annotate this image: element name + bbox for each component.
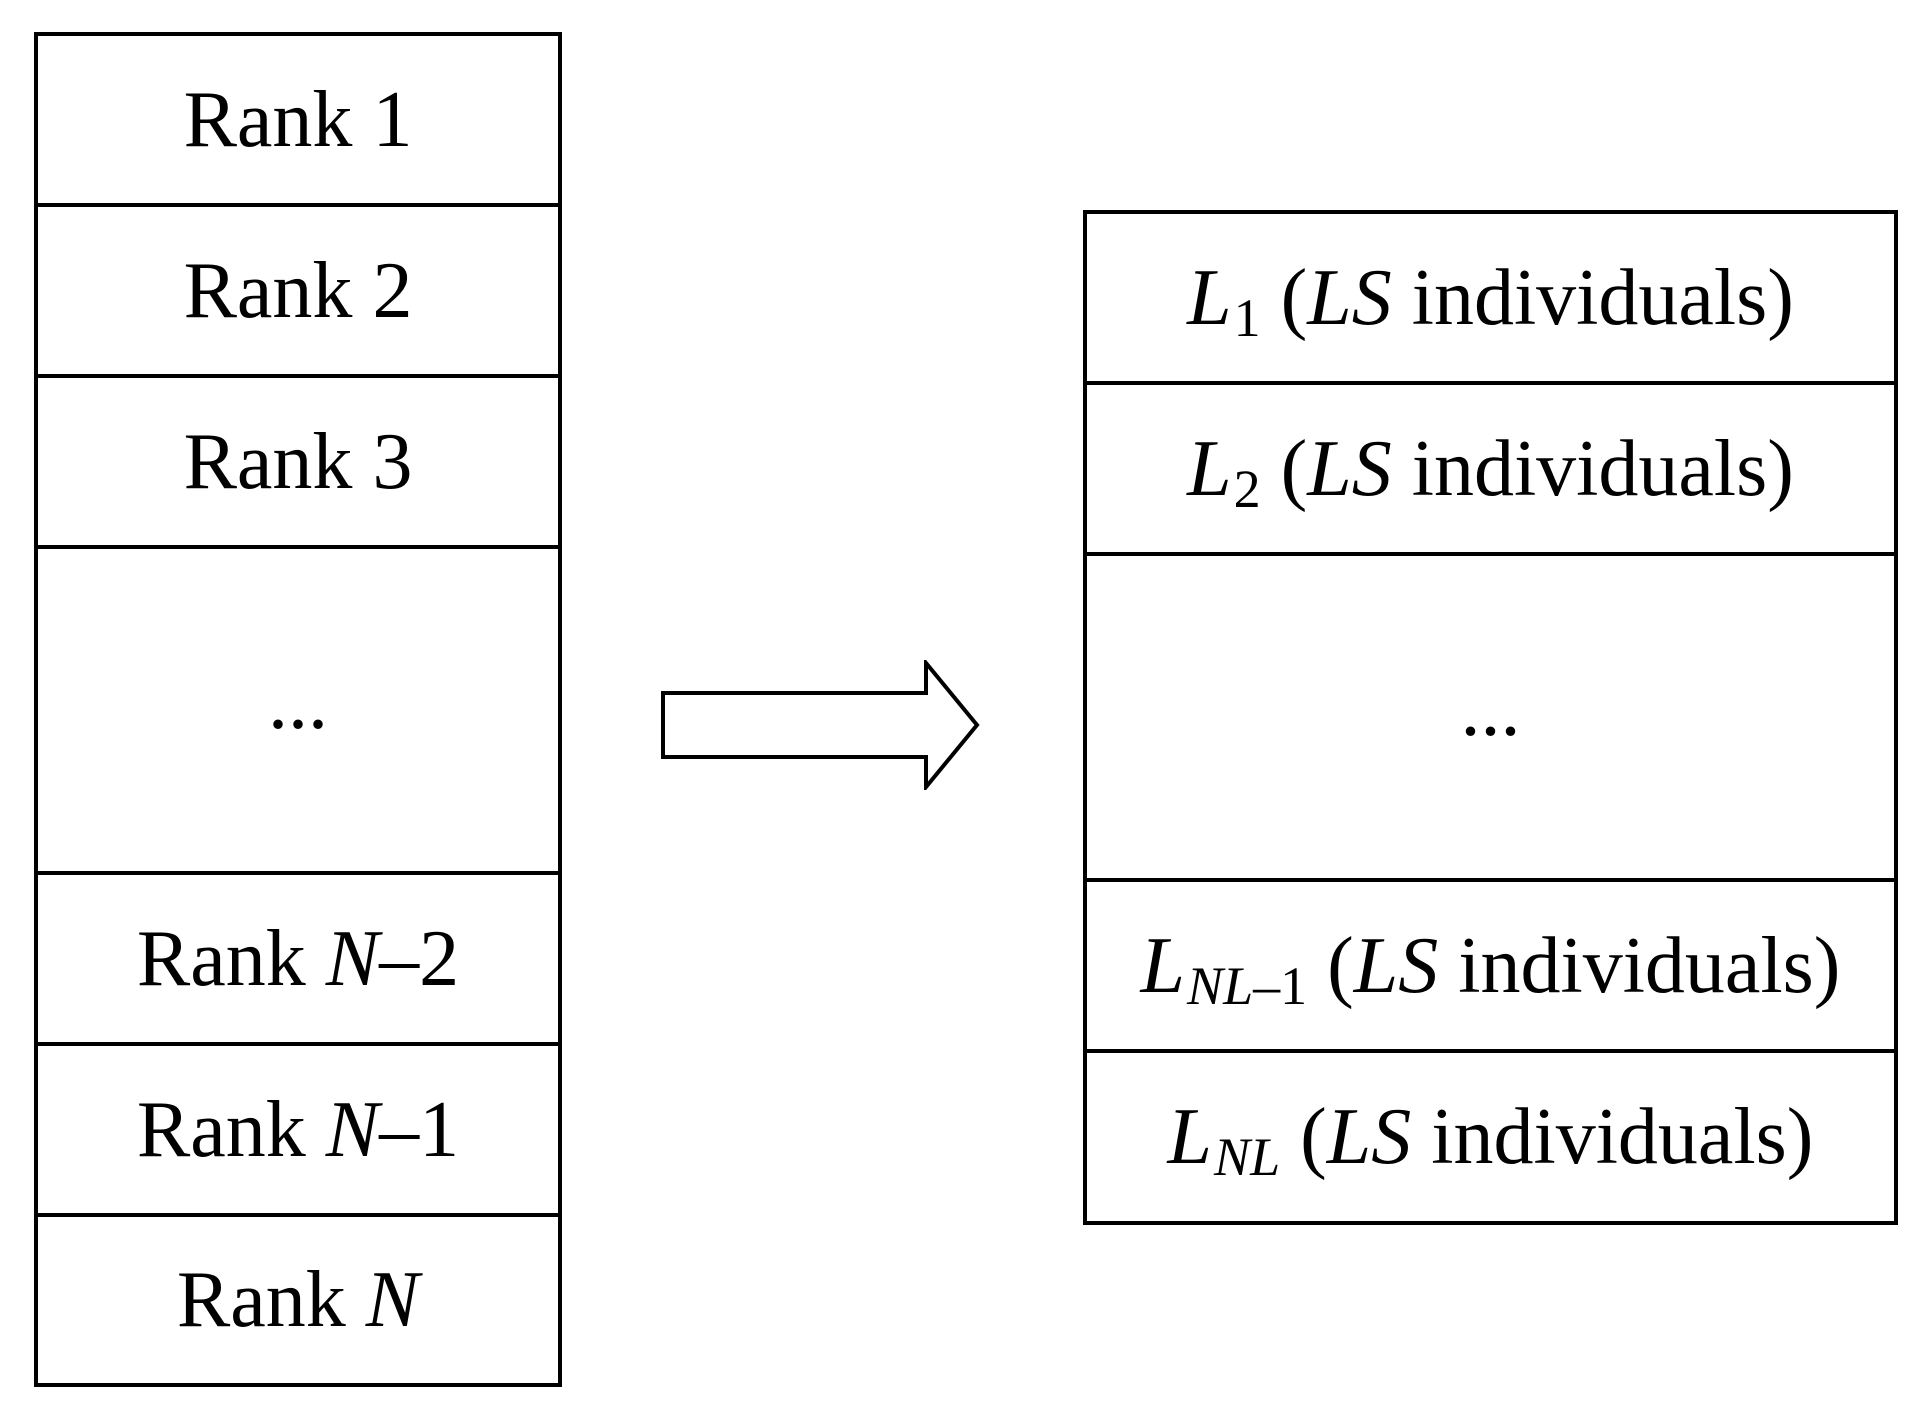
- layer-variable: L: [1167, 1093, 1213, 1181]
- layer-subscript: NL–1: [1187, 959, 1307, 1013]
- layer-subscript: 1: [1233, 287, 1261, 348]
- ls-variable: LS: [1326, 1093, 1412, 1181]
- rank-number: 1: [372, 75, 413, 164]
- rank-number: 2: [372, 246, 413, 335]
- ellipsis: ...: [1460, 665, 1521, 753]
- rank-2-cell: Rank 2: [38, 207, 558, 378]
- layer-subscript-variable: NL: [1187, 955, 1254, 1016]
- rank-stack: Rank 1 Rank 2 Rank 3 ... Rank N–2 Rank N…: [34, 32, 562, 1387]
- layer-variable: L: [1187, 424, 1232, 513]
- rank-variable: N: [325, 1085, 380, 1174]
- rank-ellipsis-cell: ...: [38, 549, 558, 875]
- layer-subscript: 2: [1233, 458, 1261, 519]
- rank-label: Rank: [136, 1085, 306, 1174]
- paren-open: (: [1300, 1093, 1327, 1181]
- individuals-label: individuals): [1411, 253, 1794, 342]
- rank-3-cell: Rank 3: [38, 378, 558, 549]
- individuals-label: individuals): [1458, 921, 1841, 1010]
- layer-subscript-suffix: –1: [1253, 955, 1308, 1016]
- rank-variable: N: [365, 1256, 420, 1344]
- rank-1-cell: Rank 1: [38, 36, 558, 207]
- paren-open: (: [1280, 253, 1308, 342]
- rank-suffix: –1: [379, 1085, 460, 1174]
- rank-number: 3: [372, 417, 413, 506]
- ls-variable: LS: [1307, 253, 1392, 342]
- ls-variable: LS: [1307, 424, 1392, 513]
- rank-label: Rank: [176, 1256, 346, 1344]
- individuals-label: individuals): [1431, 1093, 1814, 1181]
- rank-variable: N: [325, 914, 380, 1003]
- rank-n-minus-1-cell: Rank N–1: [38, 1046, 558, 1217]
- layer-variable: L: [1140, 921, 1186, 1010]
- layer-ellipsis-cell: ...: [1087, 556, 1894, 882]
- individuals-label: individuals): [1411, 424, 1794, 513]
- paren-open: (: [1280, 424, 1308, 513]
- rank-label: Rank: [183, 75, 353, 164]
- right-arrow-icon: [661, 660, 980, 790]
- rank-label: Rank: [183, 246, 353, 335]
- rank-label: Rank: [136, 914, 306, 1003]
- rank-suffix: –2: [379, 914, 460, 1003]
- ls-variable: LS: [1353, 921, 1439, 1010]
- ellipsis: ...: [268, 658, 328, 746]
- layer-variable: L: [1187, 253, 1232, 342]
- rank-n-minus-2-cell: Rank N–2: [38, 875, 558, 1046]
- rank-n-cell: Rank N: [38, 1217, 558, 1383]
- layer-subscript: NL: [1214, 1130, 1280, 1184]
- layer-subscript-variable: NL: [1214, 1127, 1281, 1187]
- paren-open: (: [1327, 921, 1354, 1010]
- rank-label: Rank: [183, 417, 353, 506]
